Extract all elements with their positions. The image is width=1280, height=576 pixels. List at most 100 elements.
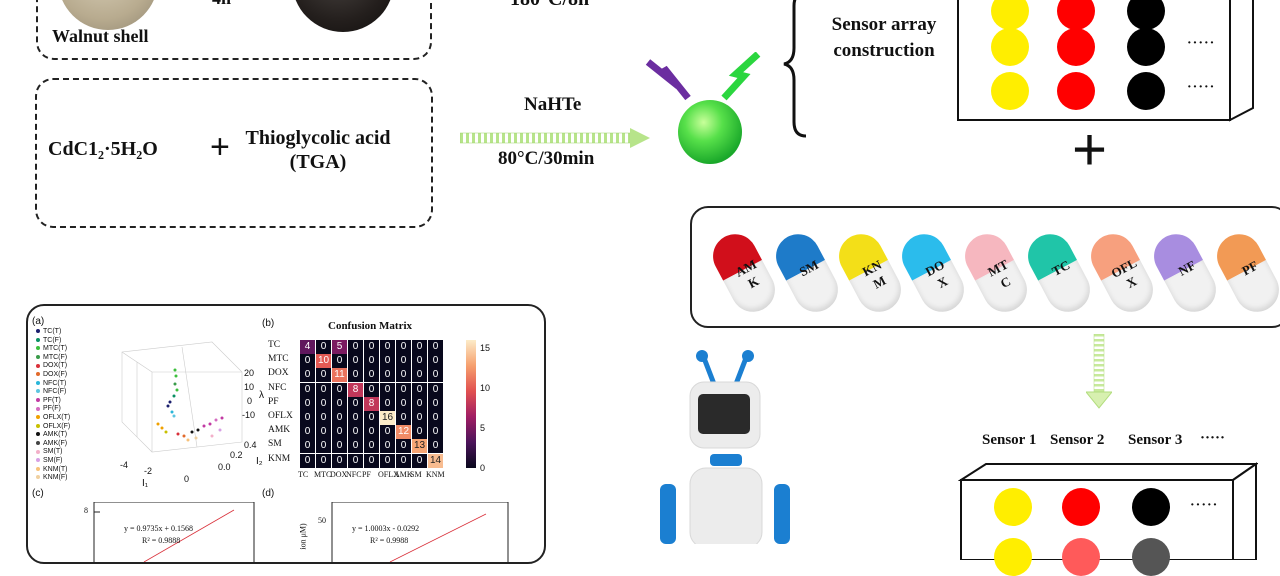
z-tick-10: 10 xyxy=(244,382,255,392)
cm-cell: 16 xyxy=(380,411,395,425)
legend-entry: DOX(T) xyxy=(36,362,67,370)
cm-cell: 0 xyxy=(412,340,427,354)
legend-marker xyxy=(36,372,40,377)
legend-marker xyxy=(36,389,40,394)
results-figure-panel: (a) (b) (c) (d) TC(T)TC(F)MTC(T)MTC(F)DO… xyxy=(26,304,546,564)
legend-marker xyxy=(36,440,40,445)
d-y-tick: 50 xyxy=(318,516,326,525)
cdcl2-label: CdC1₂·5H₂O xyxy=(48,138,158,160)
x-tick-m2: -2 xyxy=(144,466,153,476)
cm-cell: 0 xyxy=(396,354,411,369)
legend-entry: MTC(T) xyxy=(36,345,67,353)
cm-cell: 0 xyxy=(364,411,379,425)
cm-row-label: KNM xyxy=(268,453,291,464)
array-top-dot-r3c3 xyxy=(1127,72,1165,110)
panel-b-label: (b) xyxy=(262,318,275,329)
cm-cell: 0 xyxy=(332,453,347,468)
cm-cell: 0 xyxy=(412,396,427,411)
cm-cell: 0 xyxy=(364,354,379,369)
cm-cell: 0 xyxy=(412,382,427,397)
cm-row-label: SM xyxy=(268,439,282,450)
z-axis-label: λ xyxy=(259,390,264,401)
regression-plot-c: 8 y = 0.9735x + 0.1568 R² = 0.9888 xyxy=(84,501,264,562)
legend-marker xyxy=(36,466,40,471)
legend-marker xyxy=(36,449,40,454)
legend-marker xyxy=(36,329,40,334)
cm-cell: 0 xyxy=(348,396,363,411)
cm-cell: 0 xyxy=(332,382,347,397)
array-bottom-dot-2 xyxy=(1062,488,1100,526)
cm-cell: 0 xyxy=(396,453,411,468)
array-bottom-dot-3 xyxy=(1132,488,1170,526)
legend-marker xyxy=(36,423,40,428)
3d-scatter-plot: 20 10 0 -10 λ -4 -2 0 I₁ 0.4 0.2 0.0 I₂ xyxy=(92,332,270,489)
x-tick-0: 0 xyxy=(184,474,190,484)
cm-cell: 0 xyxy=(300,354,315,369)
x-axis-label: I₁ xyxy=(142,478,149,489)
legend-entry: MTC(F) xyxy=(36,354,67,362)
cm-cell: 0 xyxy=(316,368,331,383)
cm-cell: 0 xyxy=(300,382,315,397)
cm-cell: 0 xyxy=(348,425,363,440)
panel-a-label: (a) xyxy=(32,316,45,327)
z-tick-m10: -10 xyxy=(242,410,256,420)
cm-cell: 8 xyxy=(348,382,363,397)
cm-cell: 0 xyxy=(412,411,427,425)
cm-col-label: TC xyxy=(298,469,309,479)
legend-entry: DOX(F) xyxy=(36,371,67,379)
legend-entry: SM(T) xyxy=(36,448,62,456)
array-top-dot-r1c3 xyxy=(1127,0,1165,30)
array-top-dot-r3c1 xyxy=(991,72,1029,110)
cm-cell: 0 xyxy=(428,396,443,411)
array-top-dot-r2c2 xyxy=(1057,28,1095,66)
y-axis-label: I₂ xyxy=(256,456,263,467)
cm-cell: 0 xyxy=(412,425,427,440)
robot-icon xyxy=(650,344,800,549)
legend-entry: KNM(T) xyxy=(36,466,68,474)
c-r2: R² = 0.9888 xyxy=(142,536,181,545)
array-top-dot-r1c2 xyxy=(1057,0,1095,30)
cm-cell: 0 xyxy=(428,354,443,369)
scatter-legend: TC(T)TC(F)MTC(T)MTC(F)DOX(T)DOX(F)NFC(T)… xyxy=(36,328,106,488)
cm-cell: 0 xyxy=(348,340,363,354)
legend-entry: OFLX(F) xyxy=(36,423,70,431)
cm-cell: 0 xyxy=(316,453,331,468)
down-arrow xyxy=(1084,333,1114,410)
curly-brace xyxy=(780,0,810,140)
legend-entry: AMK(F) xyxy=(36,440,67,448)
sensors-ellipsis: ····· xyxy=(1200,430,1226,446)
cm-cell: 0 xyxy=(412,354,427,369)
cm-cell: 0 xyxy=(316,439,331,454)
legend-label: DOX(F) xyxy=(43,371,68,378)
legend-entry: PF(F) xyxy=(36,405,61,413)
legend-label: SM(F) xyxy=(43,457,63,464)
cm-cell: 0 xyxy=(300,453,315,468)
z-tick-0: 0 xyxy=(247,396,253,406)
cm-cell: 0 xyxy=(316,340,331,354)
sensor-array-construction-label: Sensor array construction xyxy=(831,14,937,61)
cm-row-label: AMK xyxy=(268,425,291,436)
cm-row-label: DOX xyxy=(268,368,289,379)
legend-label: MTC(T) xyxy=(43,345,68,353)
cm-cell: 0 xyxy=(396,368,411,383)
legend-label: SM(T) xyxy=(43,448,63,456)
cm-col-label: DOX xyxy=(330,469,348,479)
sensor-array-top: ····· ····· xyxy=(955,0,1255,126)
y-tick-00: 0.0 xyxy=(218,462,231,472)
cm-cell: 0 xyxy=(364,439,379,454)
array-top-dot-r1c1 xyxy=(991,0,1029,30)
confusion-matrix-title: Confusion Matrix xyxy=(328,320,413,332)
array-top-dot-r3c2 xyxy=(1057,72,1095,110)
cm-cell: 0 xyxy=(380,382,395,397)
synthesis-box xyxy=(35,78,433,228)
cm-cell: 0 xyxy=(332,354,347,369)
walnut-process-box xyxy=(36,0,432,60)
cm-cell: 0 xyxy=(396,340,411,354)
cm-col-label: OFLX xyxy=(378,469,399,479)
cm-cell: 0 xyxy=(300,425,315,440)
legend-entry: PF(T) xyxy=(36,397,61,405)
big-plus-sign: + xyxy=(1072,116,1108,183)
cm-cell: 0 xyxy=(428,368,443,383)
cm-cell: 0 xyxy=(412,368,427,383)
